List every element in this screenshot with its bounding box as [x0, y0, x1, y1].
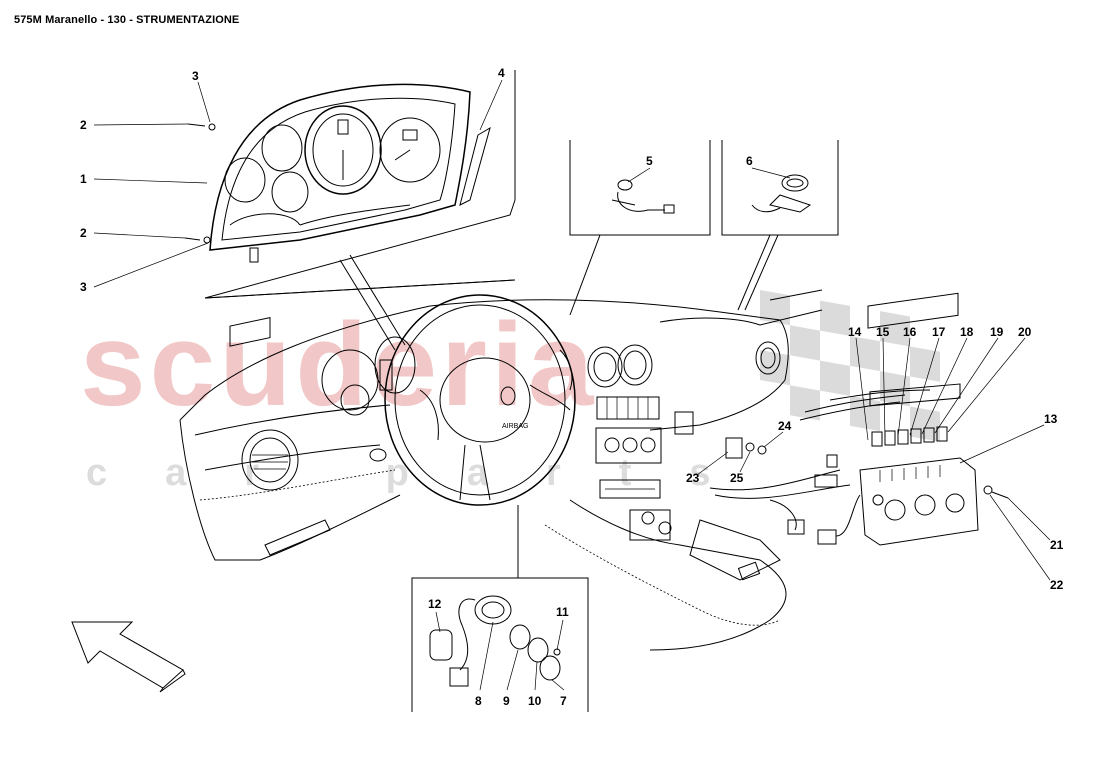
watermark: scuderia car parts: [80, 290, 940, 494]
callout-10: 10: [528, 694, 542, 708]
inset-sensor-5: [569, 140, 711, 236]
instrument-cluster: [184, 83, 491, 263]
callout-6: 6: [746, 154, 753, 168]
airbag-label: AIRBAG: [502, 423, 528, 430]
callout-8: 8: [475, 694, 482, 708]
control-panel-module: [709, 292, 1009, 546]
callout-5: 5: [646, 154, 653, 168]
callout-4: 4: [498, 66, 505, 80]
ignition-switch-inset: [411, 577, 589, 712]
callout-2: 2: [80, 118, 87, 132]
callout-18: 18: [960, 325, 974, 339]
leader-lines: [93, 70, 1051, 691]
callout-7: 7: [560, 694, 567, 708]
callout-16: 16: [903, 325, 917, 339]
watermark-sub: car parts: [86, 452, 769, 494]
callout-17: 17: [932, 325, 946, 339]
callout-9: 9: [503, 694, 510, 708]
page-title: 575M Maranello - 130 - STRUMENTAZIONE: [14, 14, 240, 26]
callout-25: 25: [730, 471, 744, 485]
callout-3: 3: [80, 280, 87, 294]
callout-23: 23: [686, 471, 700, 485]
callout-22: 22: [1050, 578, 1064, 592]
inset-sensor-6: [721, 140, 839, 236]
callout-1: 1: [80, 172, 87, 186]
callout-21: 21: [1050, 538, 1064, 552]
callout-20: 20: [1018, 325, 1032, 339]
arrow-icon: [71, 621, 186, 693]
steering-wheel: AIRBAG: [379, 294, 576, 506]
callout-14: 14: [848, 325, 862, 339]
callout-24: 24: [778, 419, 792, 433]
callout-13: 13: [1044, 412, 1058, 426]
callout-3: 3: [192, 69, 199, 83]
callout-15: 15: [876, 325, 890, 339]
callout-12: 12: [428, 597, 442, 611]
callout-11: 11: [556, 605, 569, 619]
callout-labels: 1 2 2 3 3 4 5 6 7 8 9 10 11 12 13 14 15 …: [80, 66, 1064, 708]
callout-19: 19: [990, 325, 1004, 339]
watermark-main: scuderia: [80, 299, 597, 431]
callout-2: 2: [80, 226, 87, 240]
